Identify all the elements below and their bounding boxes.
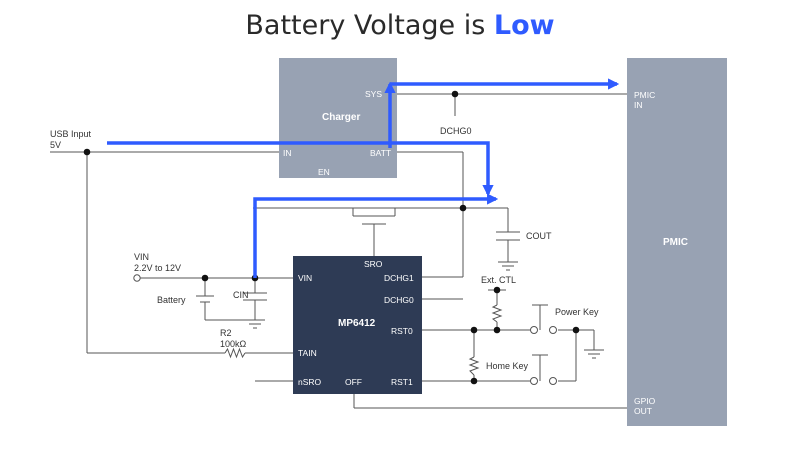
charger-sys-pin: SYS — [365, 89, 382, 99]
usb-to-battery-path — [107, 141, 494, 197]
charger-en-pin: EN — [318, 167, 330, 177]
ic-dchg1-pin: DCHG1 — [384, 273, 414, 283]
charger-in-pin: IN — [283, 148, 292, 158]
ext-ctl-resistor — [491, 304, 503, 323]
ext-ctl-label: Ext. CTL — [481, 275, 516, 285]
pmic-title: PMIC — [663, 237, 688, 248]
power-key-label: Power Key — [555, 307, 599, 317]
cin-label: CIN — [233, 290, 249, 300]
ic-sro-pin: SRO — [364, 259, 383, 269]
mp6412-chip — [293, 256, 422, 394]
battery-to-vin-path — [253, 193, 499, 278]
ic-vin-pin: VIN — [298, 273, 312, 283]
cout-label: COUT — [526, 231, 552, 241]
r2-label: R2 — [220, 328, 232, 338]
power-key-contact-right — [549, 326, 557, 334]
battery-label: Battery — [157, 295, 186, 305]
title-highlight: Low — [493, 10, 555, 41]
r2-resistor — [224, 347, 246, 359]
usb-input-label: USB Input — [50, 129, 92, 139]
charger-batt-pin: BATT — [370, 148, 391, 158]
vin-range-label: 2.2V to 12V — [134, 263, 181, 273]
current-flow-path — [107, 78, 620, 278]
pmic-gpio-pin-line1: GPIO — [634, 396, 656, 406]
vin-terminal — [133, 274, 141, 282]
ic-off-pin: OFF — [345, 377, 362, 387]
pmic-in-pin-line2: IN — [634, 100, 643, 110]
diagram-title: Battery Voltage is Low — [0, 10, 800, 41]
power-key-contact-left — [530, 326, 538, 334]
home-key-label: Home Key — [486, 361, 529, 371]
vin-label: VIN — [134, 252, 149, 262]
ic-rst1-pin: RST1 — [391, 377, 413, 387]
mp6412-title: MP6412 — [338, 318, 376, 329]
r2-value-label: 100kΩ — [220, 339, 247, 349]
ic-dchg0-pin: DCHG0 — [384, 295, 414, 305]
home-key-contact-left — [530, 377, 538, 385]
charger-title: Charger — [322, 112, 360, 123]
ic-tain-pin: TAIN — [298, 348, 317, 358]
charger-block — [279, 58, 397, 178]
ic-rst0-pin: RST0 — [391, 326, 413, 336]
home-key-contact-right — [549, 377, 557, 385]
dchg0-net-label: DCHG0 — [440, 126, 472, 136]
usb-input-voltage: 5V — [50, 140, 61, 150]
pmic-block — [627, 58, 727, 426]
pmic-in-pin-line1: PMIC — [634, 90, 655, 100]
wiring — [50, 93, 627, 409]
pmic-gpio-pin-line2: OUT — [634, 406, 652, 416]
home-key-resistor — [468, 356, 480, 376]
ic-nsro-pin: nSRO — [298, 377, 322, 387]
title-prefix: Battery Voltage is — [245, 10, 486, 41]
